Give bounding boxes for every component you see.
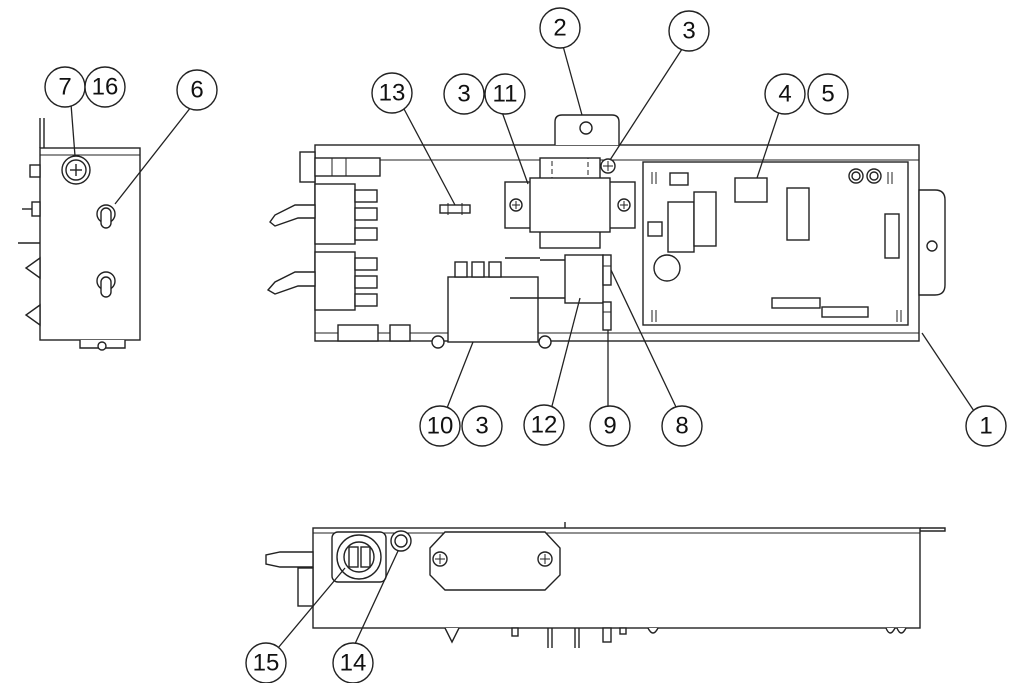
callout-3-label: 3 (475, 413, 488, 440)
callout-13: 13 (371, 72, 413, 114)
callout-13-label: 13 (379, 80, 406, 107)
chassis-side-view (265, 522, 946, 648)
callout-1-label: 1 (979, 413, 992, 440)
callout-3: 3 (668, 10, 710, 52)
callout-2: 2 (539, 7, 581, 49)
chassis-top-view (266, 114, 946, 349)
callout-8-label: 8 (675, 413, 688, 440)
callout-10-label: 10 (427, 413, 454, 440)
callout-3: 3 (461, 405, 503, 447)
callout-16-label: 16 (92, 74, 119, 101)
callout-14-label: 14 (340, 650, 367, 677)
callout-4: 4 (764, 73, 806, 115)
callout-8: 8 (661, 405, 703, 447)
callout-5-label: 5 (821, 81, 834, 108)
callout-15: 15 (245, 642, 287, 683)
callout-1: 1 (965, 405, 1007, 447)
leader-lines (70, 45, 975, 649)
callout-12-label: 12 (531, 412, 558, 439)
callout-3-label: 3 (457, 81, 470, 108)
callout-14: 14 (332, 642, 374, 683)
callout-6-label: 6 (190, 77, 203, 104)
callout-3: 3 (443, 73, 485, 115)
callout-6: 6 (176, 69, 218, 111)
callout-2-label: 2 (553, 15, 566, 42)
callout-7-label: 7 (58, 74, 71, 101)
callout-7: 7 (44, 66, 86, 108)
callout-12: 12 (523, 404, 565, 446)
callout-11-label: 11 (493, 81, 518, 108)
callout-4-label: 4 (778, 81, 791, 108)
callout-11: 11 (484, 73, 526, 115)
end-view (18, 118, 141, 351)
callout-10: 10 (419, 405, 461, 447)
callout-9: 9 (589, 405, 631, 447)
callout-5: 5 (807, 73, 849, 115)
callout-16: 16 (84, 66, 126, 108)
callout-9-label: 9 (603, 413, 616, 440)
callout-3-label: 3 (682, 18, 695, 45)
callout-15-label: 15 (253, 650, 280, 677)
